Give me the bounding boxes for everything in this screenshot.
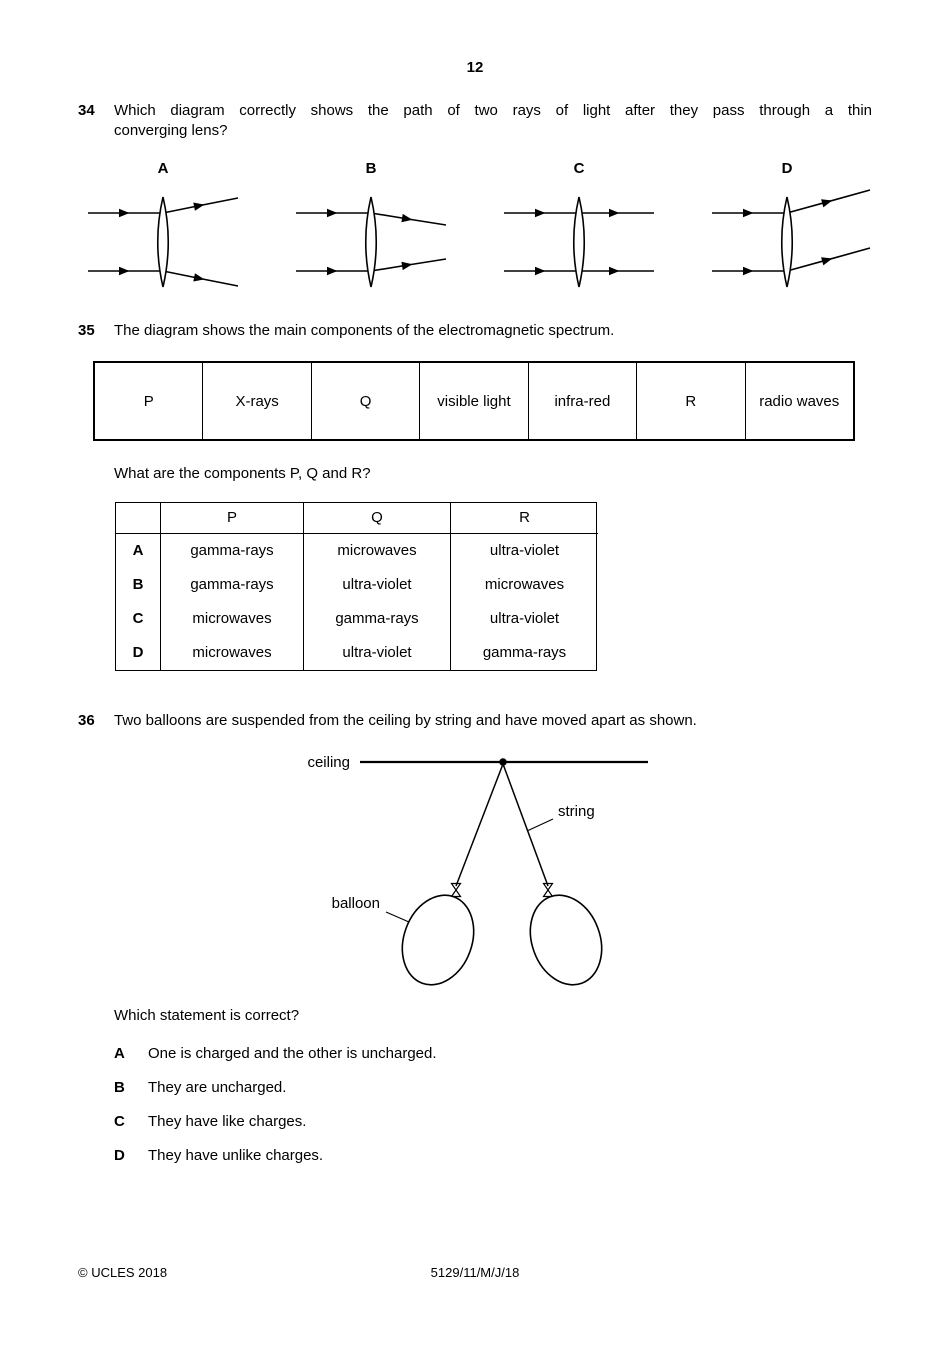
option-b-q: ultra-violet <box>304 568 451 602</box>
question-35-number: 35 <box>78 322 95 339</box>
question-36-head: 36 Two balloons are suspended from the c… <box>78 711 872 731</box>
balloons-figure: ceiling string balloon <box>307 754 648 986</box>
page-number: 12 <box>466 59 484 76</box>
spectrum-cell-q: Q <box>312 363 421 439</box>
balloon-right <box>529 894 603 986</box>
answer-table-header-p: P <box>161 503 304 534</box>
upward-ray-top <box>786 189 871 214</box>
option-a-letter: A <box>114 1045 125 1062</box>
upward-ray-bottom <box>786 247 871 272</box>
lens-diagram-a-label: A <box>157 160 169 177</box>
lens-diagram-d: D <box>702 159 872 298</box>
spectrum-cell-radio-waves: radio waves <box>759 392 840 410</box>
lens-diagram-c-figure <box>504 196 654 288</box>
lens-diagrams-row: A B C <box>78 159 872 298</box>
option-row-a: A One is charged and the other is unchar… <box>78 1044 872 1064</box>
converging-ray-bottom <box>370 258 447 272</box>
question-34-text-line2: converging lens? <box>114 122 228 139</box>
converging-lens-shape <box>572 196 586 288</box>
option-row-d: D They have unlike charges. <box>78 1146 872 1166</box>
attachment-point-dot <box>499 758 507 766</box>
option-b-r: microwaves <box>484 576 565 593</box>
spectrum-cell-r: R <box>637 363 746 439</box>
option-row-b: B They are uncharged. <box>78 1078 872 1098</box>
lens-diagram-a: A <box>78 159 248 298</box>
answer-table-header-q: Q <box>304 503 451 534</box>
converging-lens-shape <box>780 196 794 288</box>
option-d-r: gamma-rays <box>482 644 567 661</box>
string-pointer-line <box>526 818 554 832</box>
question-36-text: Two balloons are suspended from the ceil… <box>114 712 697 729</box>
option-c-letter: C <box>116 602 161 636</box>
balloon-knot-right-icon <box>542 882 554 898</box>
question-36-options: A One is charged and the other is unchar… <box>78 1044 872 1166</box>
option-d-letter: D <box>116 636 161 670</box>
spectrum-cell-xrays: X-rays <box>203 363 312 439</box>
lens-diagram-d-figure <box>712 189 871 288</box>
em-spectrum-table: P X-rays Q visible light infra-red R rad… <box>93 361 855 441</box>
option-a-p: gamma-rays <box>161 534 304 568</box>
option-d-letter: D <box>114 1147 125 1164</box>
question-34: 34 Which diagram correctly shows the pat… <box>78 101 872 298</box>
option-b-p: gamma-rays <box>161 568 304 602</box>
lens-diagram-c: C <box>494 159 664 298</box>
balloon-label: balloon <box>332 895 380 912</box>
footer-copyright: © UCLES 2018 <box>78 1265 168 1280</box>
balloon-left <box>401 894 475 986</box>
answer-table-header-r: R <box>451 503 598 534</box>
footer-paper-code: 5129/11/M/J/18 <box>430 1265 520 1280</box>
question-36-sub-question: Which statement is correct? <box>114 1007 300 1024</box>
option-a-q: microwaves <box>304 534 451 568</box>
lens-diagram-b-figure <box>296 196 447 288</box>
diverging-ray-bottom <box>162 270 239 287</box>
converging-ray-top <box>370 212 447 226</box>
question-34-head: 34 Which diagram correctly shows the pat… <box>78 101 872 141</box>
option-d-q: ultra-violet <box>304 636 451 670</box>
spectrum-cell-infra-red: infra-red <box>529 363 638 439</box>
lens-diagram-a-figure <box>88 196 239 288</box>
answer-options-table: P Q R A gamma-rays microwaves ultra-viol… <box>115 502 598 671</box>
question-36-number: 36 <box>78 712 95 729</box>
answer-table-corner <box>116 503 161 534</box>
question-36: 36 Two balloons are suspended from the c… <box>78 711 872 1180</box>
option-b-letter: B <box>116 568 161 602</box>
diverging-ray-top <box>162 197 239 214</box>
string-left <box>455 763 504 887</box>
option-c-q: gamma-rays <box>304 602 451 636</box>
option-b-letter: B <box>114 1079 125 1096</box>
option-c-r: ultra-violet <box>489 610 560 627</box>
ceiling-label: ceiling <box>307 754 350 771</box>
lens-diagram-b-label: B <box>365 160 377 177</box>
question-34-text: Which diagram correctly shows the path o… <box>114 101 872 141</box>
option-d-p: microwaves <box>161 636 304 670</box>
converging-lens-shape <box>156 196 170 288</box>
option-row-c: C They have like charges. <box>78 1112 872 1132</box>
lens-diagram-b: B <box>286 159 456 298</box>
option-c-letter: C <box>114 1113 125 1130</box>
option-c-p: microwaves <box>161 602 304 636</box>
option-b-text: They are uncharged. <box>148 1079 287 1096</box>
converging-lens-shape <box>364 196 378 288</box>
question-35-sub-question: What are the components P, Q and R? <box>114 465 371 482</box>
question-34-number: 34 <box>78 102 95 119</box>
option-a-text: One is charged and the other is uncharge… <box>148 1045 437 1062</box>
balloon-knot-left-icon <box>450 882 462 898</box>
spectrum-cell-p: P <box>95 363 204 439</box>
option-a-letter: A <box>116 534 161 568</box>
string-label: string <box>558 803 595 820</box>
string-right <box>502 763 549 887</box>
lens-diagram-c-label: C <box>573 160 585 177</box>
spectrum-cell-visible-light: visible light <box>420 363 529 439</box>
option-a-r: ultra-violet <box>489 542 560 559</box>
question-35-text: The diagram shows the main components of… <box>114 322 615 339</box>
question-35-head: 35 The diagram shows the main components… <box>78 321 872 341</box>
option-d-text: They have unlike charges. <box>148 1147 324 1164</box>
option-c-text: They have like charges. <box>148 1113 307 1130</box>
question-34-text-line1: Which diagram correctly shows the path o… <box>114 102 872 119</box>
question-35: 35 The diagram shows the main components… <box>78 321 872 671</box>
lens-diagram-d-label: D <box>781 160 793 177</box>
